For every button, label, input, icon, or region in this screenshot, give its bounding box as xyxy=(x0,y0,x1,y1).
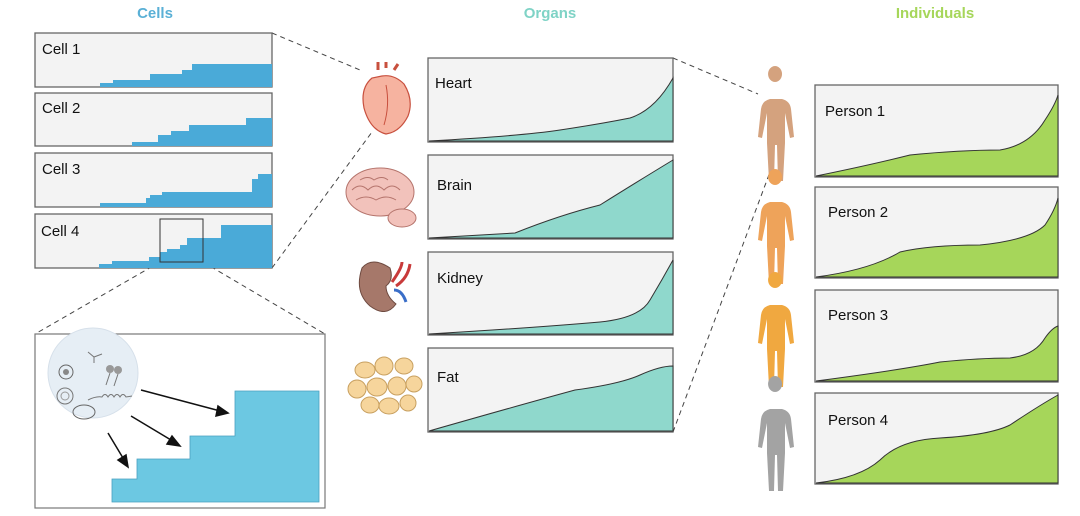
person-panel-4: Person 4 xyxy=(814,392,1059,485)
organ-label: Fat xyxy=(437,369,460,386)
cell-3-steps xyxy=(100,174,272,207)
brain-icon xyxy=(345,167,417,228)
cell-label: Cell 2 xyxy=(42,100,80,117)
cell-label: Cell 3 xyxy=(42,161,80,178)
zoom-inset xyxy=(34,327,326,509)
heart-icon xyxy=(362,62,411,135)
person-panel-1: Person 1 xyxy=(814,84,1059,178)
person-3-figure-icon xyxy=(758,272,794,387)
organs-title: Organs xyxy=(524,5,577,22)
person-1-figure-icon xyxy=(758,66,794,181)
connector-lines xyxy=(34,32,771,433)
cell-panel-4: Cell 4 xyxy=(34,213,273,269)
organ-label: Kidney xyxy=(437,270,483,287)
cell-panel-3: Cell 3 xyxy=(34,152,273,208)
organ-panel-fat: Fat xyxy=(427,347,674,433)
molecules-circle-icon xyxy=(47,327,139,420)
kidney-icon xyxy=(358,261,412,312)
cell-2-steps xyxy=(132,118,272,146)
person-panel-2: Person 2 xyxy=(814,186,1059,279)
person-4-figure-icon xyxy=(758,376,794,491)
cell-panel-1: Cell 1 xyxy=(34,32,273,88)
inset-steps xyxy=(111,390,320,503)
arrows xyxy=(107,389,230,469)
cell-panel-2: Cell 2 xyxy=(34,92,273,147)
cell-4-steps xyxy=(99,225,272,268)
organ-label: Heart xyxy=(435,75,473,92)
person-2-figure-icon xyxy=(758,169,794,284)
zoom-region-box xyxy=(159,218,204,263)
person-label: Person 3 xyxy=(828,307,888,324)
organ-panel-heart: Heart xyxy=(427,57,674,143)
organ-label: Brain xyxy=(437,177,472,194)
person-panel-3: Person 3 xyxy=(814,289,1059,383)
individuals-title: Individuals xyxy=(896,5,974,22)
cell-1-steps xyxy=(100,64,272,87)
cell-label: Cell 1 xyxy=(42,41,80,58)
person-label: Person 1 xyxy=(825,103,885,120)
person-label: Person 2 xyxy=(828,204,888,221)
cells-title: Cells xyxy=(137,5,173,22)
organ-panel-brain: Brain xyxy=(427,154,674,240)
fat-cells-icon xyxy=(347,356,423,415)
organ-panel-kidney: Kidney xyxy=(427,251,674,336)
cell-label: Cell 4 xyxy=(41,223,79,240)
person-label: Person 4 xyxy=(828,412,888,429)
